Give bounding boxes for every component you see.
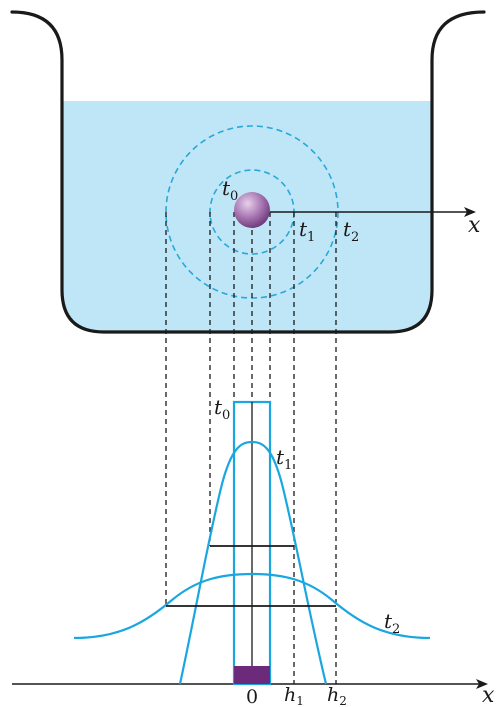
origin-label: 0 (246, 686, 258, 707)
x-axis-bottom-label: x (482, 683, 495, 707)
t2-label-bottom: t2 (384, 609, 400, 637)
initial-position-marker (234, 666, 270, 684)
t0-label-bottom: t0 (214, 395, 230, 423)
particle-ball (234, 192, 270, 228)
h1-label: h1 (284, 684, 304, 707)
t1-label-bottom: t1 (276, 445, 292, 473)
x-axis-top-label: x (468, 213, 481, 238)
distribution-curve-t1 (180, 442, 326, 684)
h2-label: h2 (327, 684, 347, 707)
